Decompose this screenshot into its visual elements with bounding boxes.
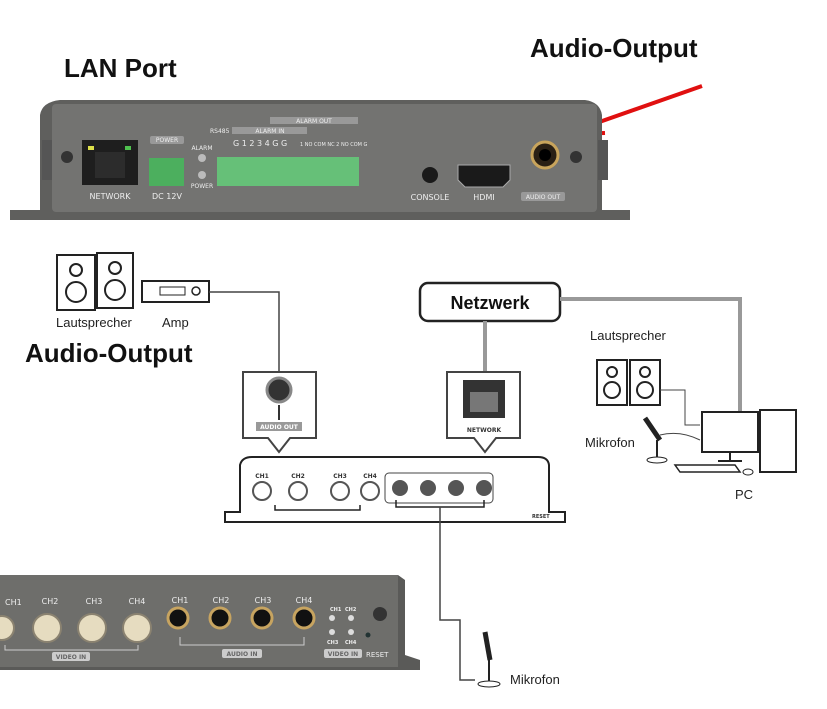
svg-text:Mikrofon: Mikrofon	[510, 672, 560, 687]
svg-text:Amp: Amp	[162, 315, 189, 330]
svg-text:Lautsprecher: Lautsprecher	[590, 328, 667, 343]
svg-text:Netzwerk: Netzwerk	[450, 293, 530, 313]
svg-text:ALARM IN: ALARM IN	[255, 128, 284, 135]
svg-text:1 NO COM NC 2 NO COM G: 1 NO COM NC 2 NO COM G	[300, 142, 368, 148]
audio-cable	[209, 291, 280, 380]
svg-text:POWER: POWER	[156, 137, 178, 144]
svg-text:CH1: CH1	[5, 598, 22, 607]
svg-text:CH2: CH2	[213, 596, 230, 605]
pc-icon	[673, 409, 797, 476]
svg-text:CH4: CH4	[363, 473, 377, 480]
svg-text:CH3: CH3	[333, 473, 347, 480]
speaker-left-icon	[56, 252, 134, 311]
screw-icon	[61, 151, 73, 163]
lan-port-label: LAN Port	[64, 53, 177, 83]
svg-text:CH4: CH4	[345, 640, 357, 646]
svg-text:PC: PC	[735, 487, 753, 502]
reset-button[interactable]	[365, 632, 371, 638]
svg-text:CH4: CH4	[296, 596, 313, 605]
svg-text:CH1: CH1	[255, 473, 269, 480]
top-device-rear-panel: NETWORK POWER DC 12V ALARM POWER RS485 A…	[10, 100, 630, 220]
svg-text:POWER: POWER	[191, 183, 213, 190]
dc-power-terminal[interactable]	[149, 158, 184, 186]
svg-text:HDMI: HDMI	[473, 193, 494, 202]
svg-text:CH4: CH4	[129, 597, 146, 606]
svg-text:ALARM OUT: ALARM OUT	[296, 118, 332, 125]
network-cable-pc	[560, 297, 742, 412]
svg-text:AUDIO IN: AUDIO IN	[227, 651, 258, 658]
svg-text:CH3: CH3	[86, 597, 103, 606]
alarm-led	[198, 154, 206, 162]
network-box	[418, 281, 562, 323]
svg-text:G 1 2 3 4 G G: G 1 2 3 4 G G	[233, 139, 287, 148]
alarm-terminal-block[interactable]	[217, 157, 359, 186]
microphone-cable	[439, 507, 475, 681]
svg-text:NETWORK: NETWORK	[467, 427, 502, 434]
svg-text:CH2: CH2	[42, 597, 59, 606]
svg-text:CH3: CH3	[255, 596, 272, 605]
power-led	[198, 171, 206, 179]
audio-output-top-label: Audio-Output	[530, 33, 698, 63]
svg-text:AUDIO OUT: AUDIO OUT	[526, 194, 561, 201]
microphone-right-icon	[642, 416, 701, 464]
screw-icon	[570, 151, 582, 163]
svg-text:CH3: CH3	[327, 640, 339, 646]
svg-text:ALARM: ALARM	[191, 145, 212, 152]
svg-text:AUDIO OUT: AUDIO OUT	[260, 424, 299, 431]
encoder-device-diagram: CH1 CH2 CH3 CH4 RESET	[224, 456, 566, 523]
svg-text:VIDEO IN: VIDEO IN	[56, 654, 86, 661]
console-port[interactable]	[422, 167, 438, 183]
speaker-cable	[660, 389, 700, 426]
svg-text:RESET: RESET	[532, 514, 550, 520]
microphone-bottom-icon	[477, 631, 501, 688]
svg-text:RS485: RS485	[210, 128, 230, 135]
svg-text:CONSOLE: CONSOLE	[411, 193, 450, 202]
svg-text:CH1: CH1	[330, 607, 342, 613]
amplifier-icon	[141, 280, 210, 303]
svg-text:VIDEO IN: VIDEO IN	[328, 651, 358, 658]
network-callout: NETWORK	[446, 371, 521, 454]
audio-output-left-label: Audio-Output	[25, 338, 193, 368]
svg-text:DC 12V: DC 12V	[152, 192, 182, 201]
audio-out-callout: AUDIO OUT	[242, 371, 317, 454]
bottom-device-front-panel: CH1 CH2 CH3 CH4 CH1 CH2 CH3 CH4 VIDEO IN…	[0, 575, 420, 670]
hdmi-port[interactable]	[457, 164, 511, 188]
speaker-right-icon	[596, 359, 661, 406]
svg-text:CH1: CH1	[172, 596, 189, 605]
diagram-channel-labels: CH1 CH2 CH3 CH4	[255, 473, 377, 480]
svg-text:Lautsprecher: Lautsprecher	[56, 315, 133, 330]
svg-text:CH2: CH2	[345, 607, 357, 613]
svg-text:NETWORK: NETWORK	[90, 192, 132, 201]
svg-text:Mikrofon: Mikrofon	[585, 435, 635, 450]
svg-text:CH2: CH2	[291, 473, 305, 480]
svg-text:RESET: RESET	[366, 651, 389, 659]
